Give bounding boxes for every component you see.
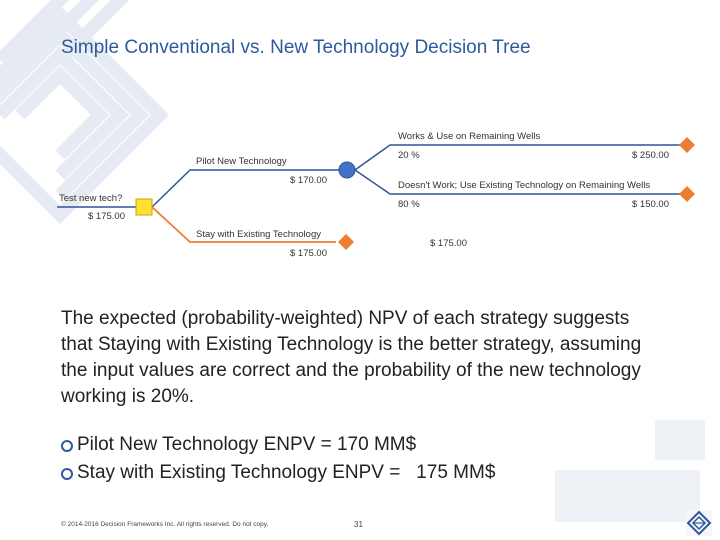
stay-branch-line — [151, 206, 336, 243]
decision-node — [135, 198, 153, 216]
works-outcome-line — [354, 144, 680, 171]
bullet-circle-icon — [61, 468, 73, 480]
bullet-text: Pilot New Technology ENPV = 170 MM$ — [77, 434, 417, 455]
pilot-branch-line — [151, 169, 340, 208]
bullet-item: Stay with Existing Technology ENPV = 175… — [61, 459, 495, 487]
chance-node — [338, 161, 356, 179]
slide-title: Simple Conventional vs. New Technology D… — [61, 37, 531, 58]
pilot-value: $ 170.00 — [290, 175, 327, 186]
bullet-text: Stay with Existing Technology ENPV = 175… — [77, 462, 496, 483]
body-paragraph: The expected (probability-weighted) NPV … — [61, 308, 642, 407]
works-probability: 20 % — [398, 150, 420, 161]
end-node-fails — [679, 186, 695, 202]
fails-outcome-line — [354, 169, 680, 195]
bullet-list: Pilot New Technology ENPV = 170 MM$ Stay… — [61, 431, 495, 487]
pilot-label: Pilot New Technology — [196, 156, 287, 167]
end-node-stay — [338, 234, 354, 250]
stay-end-value: $ 175.00 — [430, 238, 467, 249]
works-value: $ 250.00 — [632, 150, 669, 161]
page-number: 31 — [354, 520, 363, 529]
root-label: Test new tech? — [59, 193, 122, 204]
decision-tree: Test new tech? $ 175.00 Pilot New Techno… — [57, 131, 695, 259]
stay-label: Stay with Existing Technology — [196, 229, 321, 240]
stay-value: $ 175.00 — [290, 248, 327, 259]
fails-label: Doesn't Work; Use Existing Technology on… — [398, 180, 650, 191]
end-node-works — [679, 137, 695, 153]
bullet-item: Pilot New Technology ENPV = 170 MM$ — [61, 431, 495, 459]
bullet-circle-icon — [61, 440, 73, 452]
corner-diamond-logo-icon — [686, 510, 712, 536]
copyright-footer: © 2014-2016 Decision Frameworks Inc. All… — [61, 521, 269, 528]
fails-value: $ 150.00 — [632, 199, 669, 210]
root-value: $ 175.00 — [88, 211, 125, 222]
works-label: Works & Use on Remaining Wells — [398, 131, 540, 142]
fails-probability: 80 % — [398, 199, 420, 210]
